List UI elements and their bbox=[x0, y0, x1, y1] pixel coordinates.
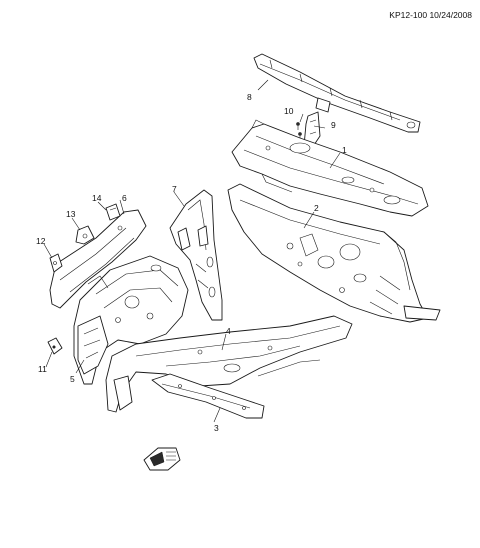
callout-13: 13 bbox=[66, 209, 76, 219]
callout-1: 1 bbox=[342, 145, 347, 155]
callout-14: 14 bbox=[92, 193, 102, 203]
part-1-cowl-panel bbox=[231, 119, 429, 217]
part-2-dash-panel bbox=[227, 183, 441, 323]
callout-8: 8 bbox=[247, 92, 252, 102]
callout-9: 9 bbox=[331, 120, 336, 130]
callout-5: 5 bbox=[70, 374, 75, 384]
part-4-frame-rail bbox=[105, 315, 353, 413]
callout-6: 6 bbox=[122, 193, 127, 203]
callout-11: 11 bbox=[38, 364, 47, 374]
callout-leader-lines bbox=[43, 79, 341, 423]
diagram-reference-code: KP12-100 10/24/2008 bbox=[389, 10, 472, 20]
callout-3: 3 bbox=[214, 423, 219, 433]
callout-2: 2 bbox=[314, 203, 319, 213]
part-11-bracket bbox=[47, 337, 63, 355]
part-8-cowl-top-bar bbox=[253, 53, 421, 133]
part-14-bracket bbox=[105, 203, 121, 221]
part-13-bracket bbox=[75, 225, 95, 245]
part-3-lower-rail bbox=[151, 373, 265, 419]
front-direction-arrow-icon bbox=[143, 447, 181, 471]
part-5-wheelhouse-apron bbox=[73, 255, 189, 385]
callout-12: 12 bbox=[36, 236, 46, 246]
part-7-hinge-pillar bbox=[169, 189, 223, 321]
callout-10: 10 bbox=[284, 106, 294, 116]
callout-7: 7 bbox=[172, 184, 177, 194]
callout-4: 4 bbox=[226, 326, 231, 336]
part-12-bracket bbox=[49, 253, 63, 273]
